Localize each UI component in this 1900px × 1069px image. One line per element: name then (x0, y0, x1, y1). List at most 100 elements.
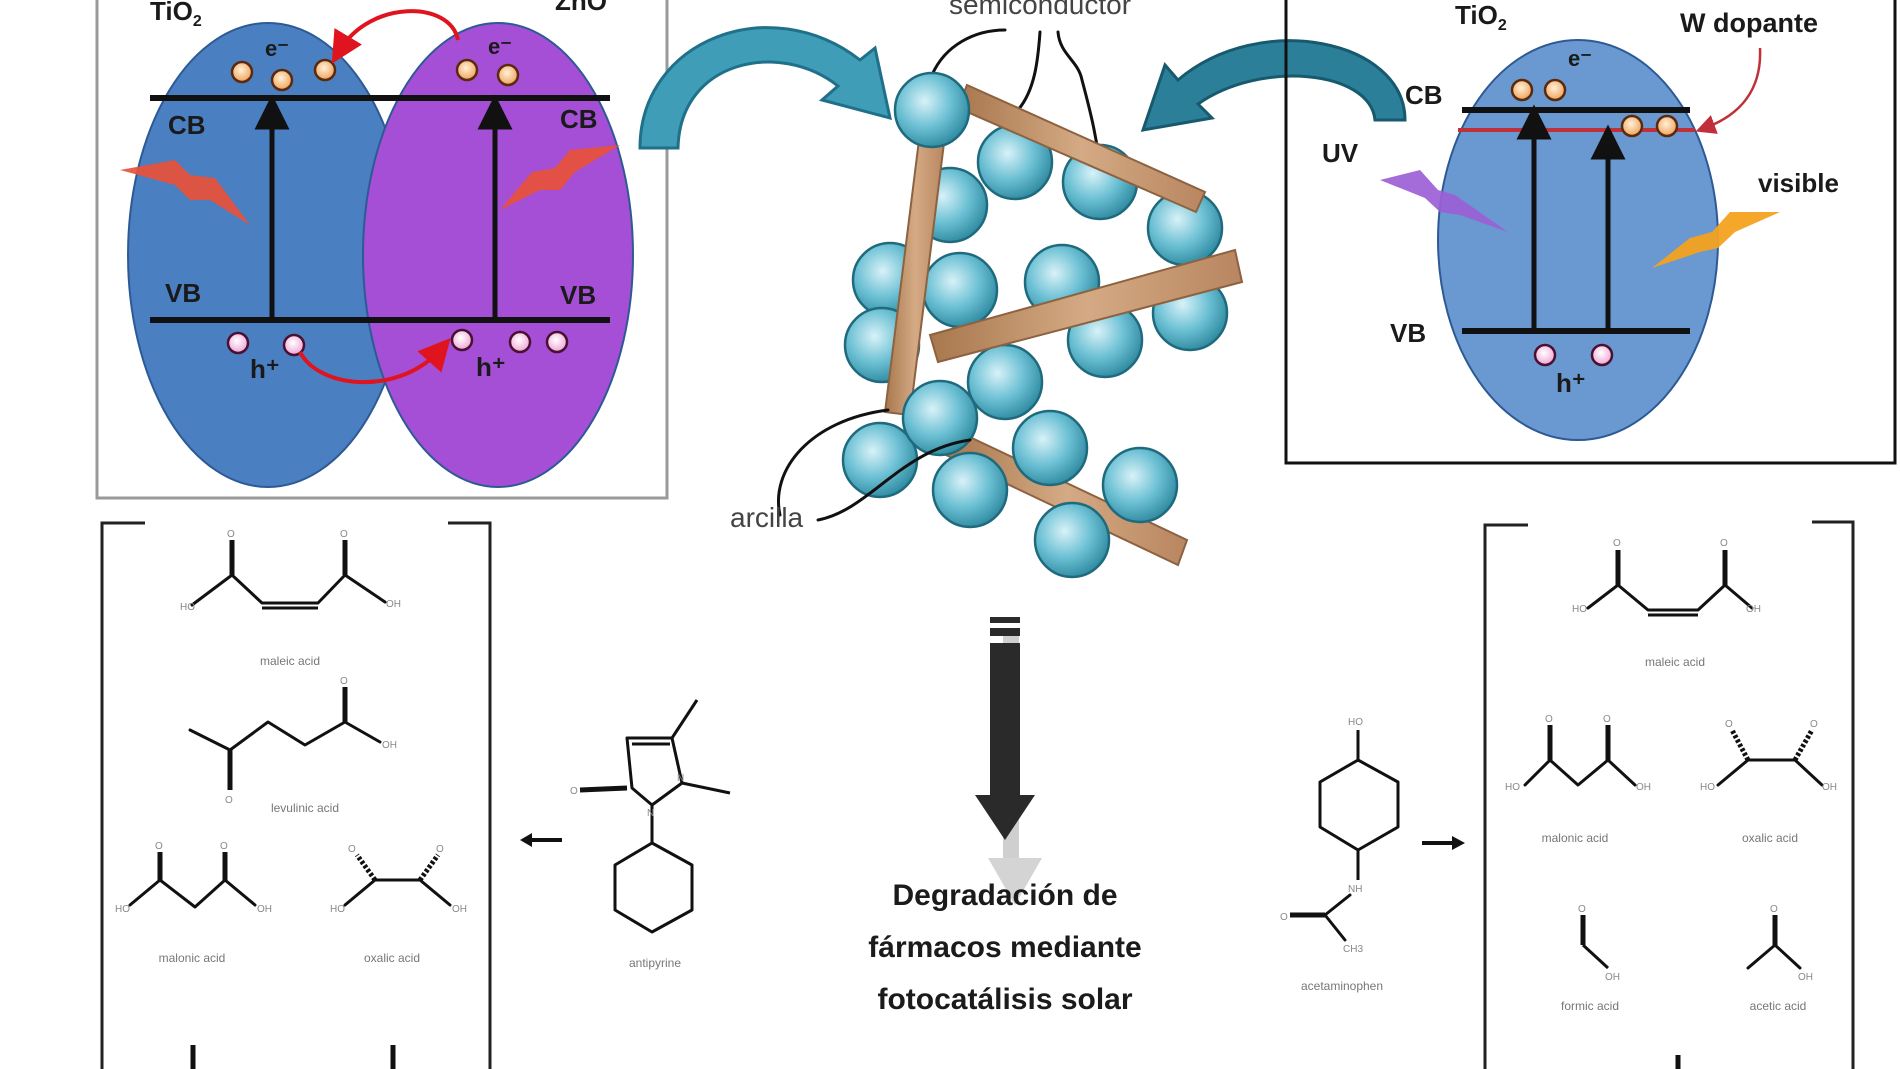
electron (1620, 114, 1644, 138)
electrons-zno (455, 58, 520, 87)
svg-text:acetic acid: acetic acid (1750, 999, 1807, 1013)
vb-label-tio2: VB (165, 278, 201, 308)
svg-text:OH: OH (386, 599, 401, 610)
molecule-oxalic-acid: HO OH O O oxalic acid (330, 844, 467, 965)
degradation-arrow-icon (975, 617, 1042, 905)
semiconductor-particle (1033, 501, 1111, 579)
svg-text:O: O (340, 529, 348, 540)
semiconductor-particle (901, 379, 979, 457)
electrons-tio2 (230, 58, 337, 92)
acetaminophen-products-bracket: HO OH O O maleic acid HO OH O O malonic … (1483, 520, 1855, 1069)
svg-text:antipyrine: antipyrine (629, 956, 681, 970)
svg-text:O: O (1545, 714, 1553, 725)
doped-tio2-panel: TiO2 W dopante CB UV visible VB e⁻ h⁺ (1284, 0, 1897, 465)
svg-text:OH: OH (1636, 782, 1651, 793)
svg-text:O: O (220, 841, 228, 852)
svg-text:O: O (1280, 912, 1288, 923)
molecule-antipyrine: O N N antipyrine (570, 699, 731, 970)
holes-zno (450, 328, 569, 354)
visible-label: visible (1758, 168, 1839, 198)
semiconductor-clay-cluster: semiconductor arcilla (730, 0, 1244, 579)
svg-text:O: O (436, 844, 444, 855)
curved-arrow-right-icon (1140, 39, 1407, 132)
svg-text:O: O (155, 841, 163, 852)
molecule-oxalic-acid: HO OH O O oxalic acid (1700, 719, 1837, 845)
zno-band-ellipse (362, 22, 634, 488)
svg-text:OH: OH (1605, 972, 1620, 983)
semiconductor-label: semiconductor (949, 0, 1131, 20)
holes-tio2 (226, 331, 306, 357)
svg-text:O: O (340, 676, 348, 687)
svg-text:OH: OH (1822, 782, 1837, 793)
svg-text:formic acid: formic acid (1561, 999, 1619, 1013)
svg-text:O: O (570, 786, 578, 797)
svg-text:OH: OH (1798, 972, 1813, 983)
electron-transfer-arrow (331, 9, 460, 64)
svg-text:O: O (348, 844, 356, 855)
cb-label-zno: CB (560, 104, 598, 134)
reaction-arrow-left-icon (520, 833, 562, 847)
svg-text:O: O (227, 529, 235, 540)
svg-text:CH3: CH3 (1343, 944, 1363, 955)
hole-transfer-arrow (298, 338, 451, 385)
central-caption: Degradación de fármacos mediante fotocat… (800, 870, 1210, 1026)
svg-text:oxalic acid: oxalic acid (1742, 831, 1798, 845)
hole-label: h⁺ (476, 352, 506, 382)
svg-text:HO: HO (1572, 604, 1587, 615)
vb-label-zno: VB (560, 280, 596, 310)
svg-text:OH: OH (382, 740, 397, 751)
heterojunction-panel: TiO2 ZnO CB CB VB VB e⁻ e⁻ h⁺ h⁺ (95, 0, 669, 500)
svg-text:malonic acid: malonic acid (159, 951, 226, 965)
svg-text:O: O (1613, 538, 1621, 549)
svg-text:O: O (1770, 904, 1778, 915)
svg-text:levulinic acid: levulinic acid (271, 801, 339, 815)
tio2-label: TiO2 (1455, 0, 1507, 34)
light-bolt-icon (120, 160, 250, 225)
svg-text:O: O (1720, 538, 1728, 549)
semiconductor-particle (966, 343, 1044, 421)
molecule-levulinic-acid: O O OH levulinic acid (188, 676, 397, 815)
svg-text:OH: OH (1746, 604, 1761, 615)
svg-text:maleic acid: maleic acid (1645, 655, 1705, 669)
reaction-arrow-right-icon (1422, 836, 1465, 850)
light-bolt-icon (500, 145, 620, 210)
svg-text:OH: OH (257, 904, 272, 915)
electron-label: e⁻ (488, 34, 512, 59)
semiconductor-particles-front (893, 71, 1179, 579)
tio2-label: TiO2 (150, 0, 202, 30)
caption-line-1: Degradación de (892, 879, 1118, 912)
dopant-pointer-arrow (1695, 47, 1762, 134)
electron (1655, 114, 1679, 138)
semiconductor-particle (893, 71, 971, 149)
molecule-acetic-acid: O OH acetic acid (1746, 904, 1813, 1013)
svg-text:HO: HO (1348, 717, 1363, 728)
svg-text:maleic acid: maleic acid (260, 654, 320, 668)
svg-text:N: N (647, 808, 654, 819)
antipyrine-products-bracket: HO OH O O maleic acid O O OH levulinic a… (100, 521, 492, 1069)
caption-line-2: fármacos mediante (868, 931, 1142, 964)
clay-rod (928, 248, 1244, 364)
svg-text:HO: HO (1505, 782, 1520, 793)
cb-label: CB (1405, 80, 1443, 110)
vb-label: VB (1390, 318, 1426, 348)
uv-label: UV (1322, 138, 1359, 168)
cb-label-tio2: CB (168, 110, 206, 140)
uv-light-bolt-icon (1380, 170, 1508, 232)
electron (1543, 78, 1567, 102)
caption-line-3: fotocatálisis solar (877, 983, 1133, 1016)
svg-text:HO: HO (115, 904, 130, 915)
electron-label: e⁻ (265, 36, 289, 61)
leader-line (816, 438, 972, 522)
electron-label: e⁻ (1568, 46, 1592, 71)
svg-text:NH: NH (1348, 884, 1362, 895)
svg-text:O: O (1810, 719, 1818, 730)
molecule-maleic-acid: HO OH O O maleic acid (180, 529, 401, 668)
svg-text:OH: OH (452, 904, 467, 915)
molecule-malonic-acid: HO OH O O malonic acid (115, 841, 272, 965)
leader-line (777, 408, 890, 517)
hole-label: h⁺ (250, 354, 280, 384)
semiconductor-particle (921, 251, 999, 329)
curved-arrow-left-icon (638, 26, 892, 150)
hole (1533, 343, 1557, 367)
